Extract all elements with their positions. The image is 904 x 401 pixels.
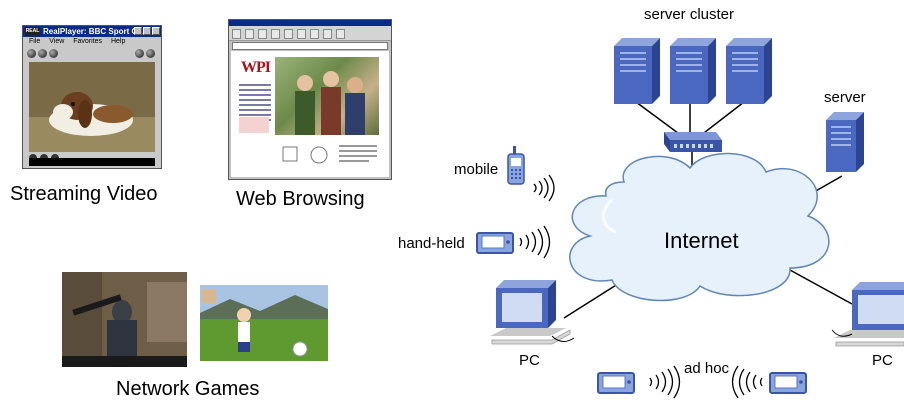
realplayer-menu: File View Favorites Help <box>23 37 161 47</box>
label-hand-held: hand-held <box>398 235 465 252</box>
page-promo <box>239 117 269 133</box>
internet-cloud <box>569 152 830 302</box>
link-pcright-internet <box>789 269 853 305</box>
game-screenshot-golf <box>200 285 328 361</box>
label-server: server <box>824 89 866 106</box>
label-internet: Internet <box>664 228 739 253</box>
label-network-games: Network Games <box>116 378 260 400</box>
switch-icon <box>664 132 722 152</box>
window-buttons <box>133 27 160 38</box>
wireless-waves-icon <box>731 365 763 399</box>
page-footer-icons <box>275 141 379 171</box>
menu-view: View <box>49 38 65 45</box>
browser-toolbar <box>229 26 391 41</box>
link-server3-switch <box>699 101 745 137</box>
label-pc-left: PC <box>519 352 540 369</box>
web-browser-screenshot: WPI <box>228 19 392 180</box>
menu-file: File <box>29 38 41 45</box>
realplayer-screenshot: REAL RealPlayer: BBC Sport O... File Vie… <box>22 25 162 169</box>
pc-icon <box>490 280 575 345</box>
browser-address-bar <box>232 42 388 50</box>
label-mobile: mobile <box>454 161 499 178</box>
handheld-device-icon <box>597 372 635 394</box>
realplayer-title: RealPlayer: BBC Sport O... <box>43 27 145 36</box>
menu-help: Help <box>110 38 126 45</box>
label-web-browsing: Web Browsing <box>236 188 365 210</box>
menu-favorites: Favorites <box>73 38 103 45</box>
video-frame-dog <box>29 62 155 152</box>
wireless-waves-icon <box>533 174 555 202</box>
label-server-cluster: server cluster <box>644 6 735 23</box>
game-screenshot-shooter <box>62 272 187 367</box>
server-tower-icon <box>726 38 772 104</box>
label-streaming-video: Streaming Video <box>10 183 158 205</box>
mobile-phone-icon <box>507 146 525 185</box>
browser-title-bar <box>229 20 391 26</box>
browser-page: WPI <box>231 51 389 177</box>
page-photo <box>275 57 379 135</box>
server-tower-icon <box>670 38 716 104</box>
server-tower-icon <box>614 38 660 104</box>
wireless-waves-icon <box>519 225 551 259</box>
handheld-device-icon <box>476 232 514 254</box>
wpi-logo: WPI <box>241 59 271 76</box>
handheld-device-icon <box>769 372 807 394</box>
link-server1-switch <box>635 101 683 137</box>
player-controls-top <box>23 47 161 61</box>
pc-icon <box>831 282 904 347</box>
real-logo: REAL <box>25 27 40 36</box>
label-pc-right: PC <box>872 352 893 369</box>
label-ad-hoc: ad hoc <box>684 360 730 377</box>
wireless-waves-icon <box>649 365 681 399</box>
realplayer-title-bar: REAL RealPlayer: BBC Sport O... <box>23 26 161 37</box>
player-status-bar <box>29 158 155 166</box>
server-tower-icon <box>826 112 864 172</box>
